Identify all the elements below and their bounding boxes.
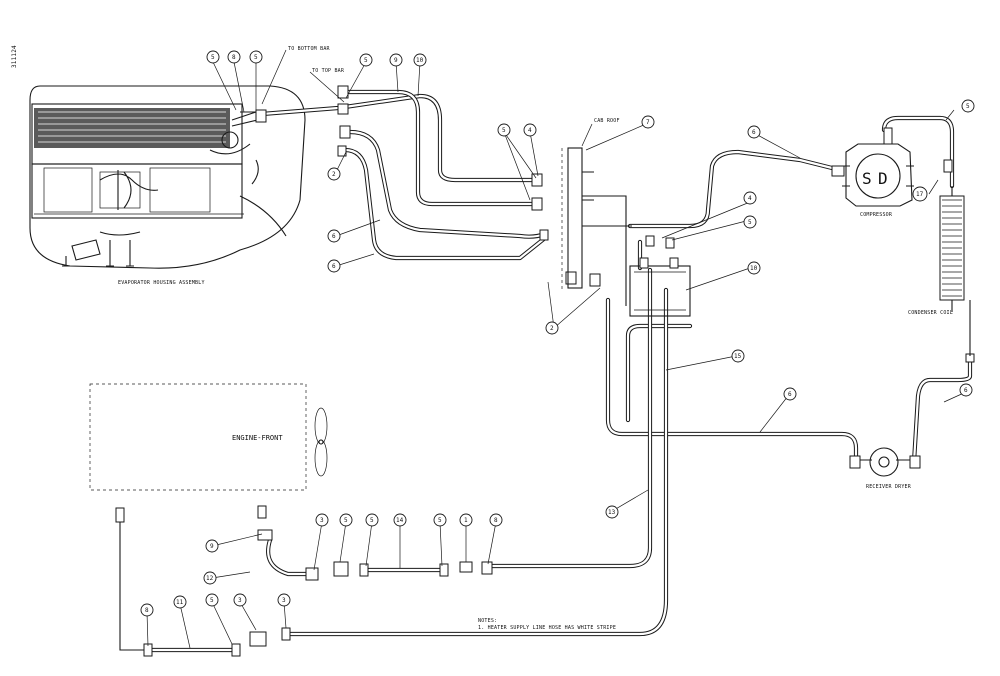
fittings (115, 85, 975, 657)
evaporator-housing: EVAPORATOR HOUSING ASSEMBLY (29, 85, 306, 286)
callout-5: 5 (364, 57, 368, 64)
callout-6: 6 (964, 387, 968, 394)
callout-7: 7 (646, 119, 650, 126)
callout-2: 2 (332, 171, 336, 178)
compressor-label: COMPRESSOR (860, 212, 893, 218)
callout-12: 12 (206, 575, 214, 582)
notes-heading: NOTES: (478, 618, 497, 624)
callout-5: 5 (966, 103, 970, 110)
evaporator-coil (34, 108, 230, 148)
to-top-bar-label: TO TOP BAR (312, 68, 345, 74)
callout-3: 3 (238, 597, 242, 604)
callout-8: 8 (232, 54, 236, 61)
callout-2: 2 (550, 325, 554, 332)
callout-9: 9 (210, 543, 214, 550)
condenser-coil: CONDENSER COIL (908, 186, 971, 356)
callout-4: 4 (748, 195, 752, 202)
callout-15: 15 (734, 353, 742, 360)
callout-5: 5 (748, 219, 752, 226)
callout-9: 9 (394, 57, 398, 64)
callout-5: 5 (502, 127, 506, 134)
cab-roof-bulkhead: CAB ROOF (561, 118, 632, 306)
callouts: 5 8 5 5 9 10 5 4 7 6 5 4 5 10 17 15 6 6 … (140, 50, 975, 649)
callout-11: 11 (176, 599, 184, 606)
callout-5: 5 (344, 517, 348, 524)
callout-14: 14 (396, 517, 404, 524)
compressor-discharge-mark: D (878, 169, 888, 188)
engine-fan-icon (314, 407, 328, 477)
callout-6: 6 (332, 263, 336, 270)
callout-1: 1 (464, 517, 468, 524)
callout-17: 17 (916, 191, 924, 198)
callout-5: 5 (370, 517, 374, 524)
receiver-dryer: RECEIVER DRYER (860, 447, 912, 490)
heater-valve-bracket (629, 257, 691, 317)
compressor-suction-mark: S (862, 169, 872, 188)
drawing-number: 311124 (11, 45, 18, 68)
callout-6: 6 (788, 391, 792, 398)
hoses (119, 89, 973, 653)
callout-6: 6 (752, 129, 756, 136)
condenser-coil-label: CONDENSER COIL (908, 310, 953, 316)
callout-13: 13 (608, 509, 616, 516)
receiver-dryer-label: RECEIVER DRYER (866, 484, 912, 490)
cab-roof-label: CAB ROOF (594, 118, 620, 124)
callout-5: 5 (210, 597, 214, 604)
callout-10: 10 (750, 265, 758, 272)
callout-3: 3 (320, 517, 324, 524)
evaporator-housing-label: EVAPORATOR HOUSING ASSEMBLY (118, 280, 205, 286)
callout-5: 5 (254, 54, 258, 61)
notes-line-1: 1. HEATER SUPPLY LINE HOSE HAS WHITE STR… (478, 625, 616, 631)
engine-front-label: ENGINE-FRONT (232, 434, 283, 442)
engine: ENGINE-FRONT (89, 383, 328, 491)
callout-5: 5 (211, 54, 215, 61)
callout-10: 10 (416, 57, 424, 64)
callout-8: 8 (494, 517, 498, 524)
to-bottom-bar-label: TO BOTTOM BAR (288, 46, 331, 52)
compressor: S D COMPRESSOR (842, 127, 914, 218)
callout-5: 5 (438, 517, 442, 524)
callout-8: 8 (145, 607, 149, 614)
callout-6: 6 (332, 233, 336, 240)
callout-4: 4 (528, 127, 532, 134)
callout-3: 3 (282, 597, 286, 604)
